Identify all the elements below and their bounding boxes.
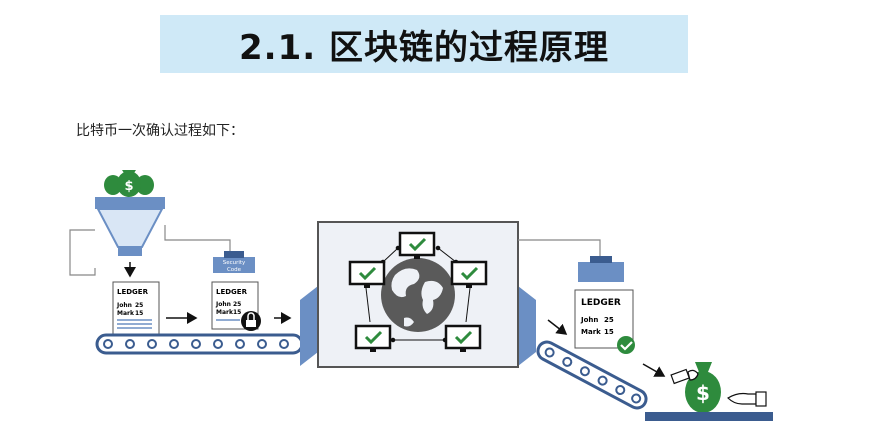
money-bag-dollar: $ [696,381,710,405]
ledger-entry-amount: 15 [604,328,614,336]
security-code-stamp: Security Code [213,251,255,273]
ledger-entry-name: Mark [581,328,601,336]
ledger-entry-name: John [215,301,231,308]
globe-icon [381,258,455,332]
slide-title: 2.1. 区块链的过程原理 [239,27,609,68]
confirmation-stamp [578,256,624,282]
down-right-arrow-icon [547,319,568,335]
monitor-check-icon [444,324,482,352]
security-code-line-1: Security [223,260,246,266]
ledger-entry-name: Mark [216,309,234,316]
conveyor-belt-left [95,333,304,355]
ledger-entry-amount: 25 [604,316,614,324]
machine-outlet [518,286,536,366]
slide-subtitle: 比特币一次确认过程如下： [76,123,244,139]
confirmed-check-icon [617,336,635,354]
ledger-entry-name: John [580,316,598,324]
money-bag-dollar: $ [124,179,133,194]
ledger-entry-amount: 15 [135,310,143,317]
monitor-check-icon [348,260,386,288]
ledger-heading: LEDGER [117,288,149,296]
money-bags-icon: $ [104,170,154,197]
ledger-entry-name: Mark [117,310,135,317]
money-bag-icon: $ [685,362,721,413]
receiving-hand-icon [727,391,767,407]
conveyor-belt-right [536,340,648,410]
ledger-heading: LEDGER [216,288,248,296]
monitor-check-icon [450,260,488,288]
hopper-wire-left [69,229,96,276]
delivery-platform [645,412,773,421]
ledger-entry-amount: 25 [135,302,143,309]
monitor-check-icon [398,231,436,259]
ledger-document-1: LEDGER John 25 Mark 15 [112,281,160,335]
security-code-line-2: Code [227,267,242,273]
ledger-heading: LEDGER [581,298,621,308]
hopper-icon [95,197,165,256]
machine-wire-right [518,239,601,258]
ledger-entry-name: John [116,302,132,309]
machine-intake [300,286,318,366]
giving-hand-icon [670,368,699,385]
down-right-arrow-icon [642,363,666,377]
lock-icon [241,311,261,331]
ledger-entry-amount: 15 [233,309,241,316]
title-banner: 2.1. 区块链的过程原理 [160,15,688,73]
ledger-entry-amount: 25 [233,301,241,308]
monitor-check-icon [354,324,392,352]
hopper-wire-right [164,225,231,258]
